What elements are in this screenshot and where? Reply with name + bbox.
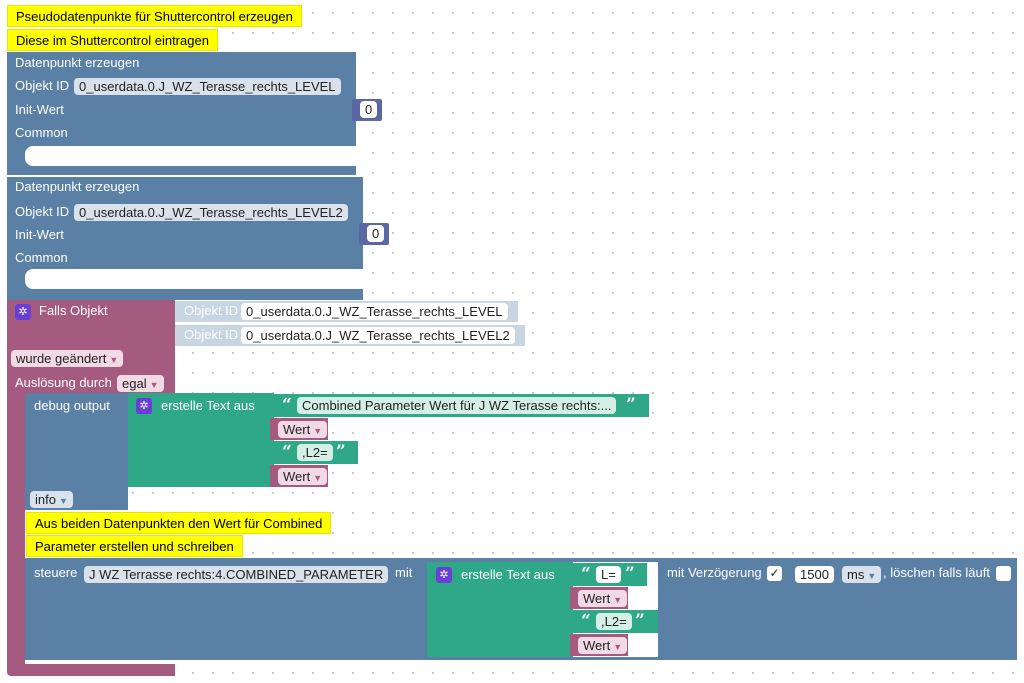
text-value-field[interactable]: L=	[596, 566, 621, 583]
quote-close-icon: ”	[625, 564, 635, 584]
control-target-field[interactable]: J WZ Terrasse rechts:4.COMBINED_PARAMETE…	[84, 566, 389, 583]
create-text-block-1[interactable]	[128, 393, 274, 487]
condition-dropdown[interactable]: wurde geändert▼	[11, 350, 124, 367]
value-label: Wert	[283, 422, 311, 437]
trigger-title: Falls Objekt	[39, 303, 108, 318]
trigger-dropdown[interactable]: egal▼	[117, 375, 164, 392]
trigger-block-left-rail	[7, 398, 25, 664]
object-id-field[interactable]: 0_userdata.0.J_WZ_Terasse_rechts_LEVEL	[241, 303, 508, 320]
init-value-field[interactable]: 0	[360, 101, 378, 118]
debug-level-dropdown[interactable]: info▼	[30, 491, 73, 508]
comment-combined-2[interactable]: Parameter erstellen und schreiben	[26, 535, 243, 557]
trigger-value: egal	[122, 376, 147, 391]
chevron-down-icon: ▼	[867, 571, 877, 581]
comment-enter-shuttercontrol[interactable]: Diese im Shuttercontrol eintragen	[7, 29, 218, 51]
trigger-label: Auslösung durch	[15, 375, 112, 390]
object-id-label: Objekt ID	[15, 78, 70, 93]
gear-icon[interactable]: ✲	[436, 567, 452, 583]
condition-value: wurde geändert	[16, 351, 107, 366]
quote-close-icon: ”	[626, 395, 636, 415]
create-datapoint-block-2[interactable]: Datenpunkt erzeugen Objekt ID 0_userdata…	[7, 177, 363, 300]
debug-level-value: info	[35, 492, 56, 507]
quote-open-icon: “	[282, 395, 292, 415]
value-dropdown[interactable]: Wert▼	[578, 590, 628, 607]
object-id-field[interactable]: 0_userdata.0.J_WZ_Terasse_rechts_LEVEL	[74, 78, 341, 95]
statement-slot	[25, 269, 363, 289]
text-block-2[interactable]: “ ,L2= ”	[274, 441, 358, 464]
object-id-label: Objekt ID	[15, 204, 70, 219]
debug-output-label: debug output	[34, 398, 110, 413]
create-datapoint-title: Datenpunkt erzeugen	[15, 55, 140, 70]
gear-icon[interactable]: ✲	[136, 398, 152, 414]
value-label: Wert	[583, 638, 611, 653]
chevron-down-icon: ▼	[613, 642, 623, 652]
value-block-4[interactable]: Wert▼	[570, 634, 628, 656]
create-text-label: erstelle Text aus	[461, 567, 555, 582]
init-value-field[interactable]: 0	[367, 225, 385, 242]
text-block-4[interactable]: “ ,L2= ”	[573, 610, 658, 633]
create-datapoint-block-1[interactable]: Datenpunkt erzeugen Objekt ID 0_userdata…	[7, 52, 356, 175]
value-block-3[interactable]: Wert▼	[570, 587, 628, 609]
chevron-down-icon: ▼	[58, 496, 68, 506]
value-dropdown[interactable]: Wert▼	[278, 468, 328, 485]
text-block-1[interactable]: “ Combined Parameter Wert für J WZ Teras…	[274, 394, 649, 417]
control-label: steuere	[34, 565, 78, 580]
create-text-label: erstelle Text aus	[161, 398, 255, 413]
object-id-field[interactable]: 0_userdata.0.J_WZ_Terasse_rechts_LEVEL2	[74, 204, 348, 221]
text-value-field[interactable]: ,L2=	[297, 444, 333, 461]
common-label: Common	[15, 250, 68, 265]
value-block-2[interactable]: Wert▼	[270, 465, 328, 487]
trigger-object-1[interactable]: Objekt ID 0_userdata.0.J_WZ_Terasse_rech…	[175, 301, 518, 322]
statement-slot	[25, 146, 356, 166]
number-block-1[interactable]: 0	[352, 99, 382, 121]
delay-checkbox[interactable]: ✓	[767, 566, 782, 581]
trigger-object-2[interactable]: Objekt ID 0_userdata.0.J_WZ_Terasse_rech…	[175, 325, 525, 346]
value-label: Wert	[583, 591, 611, 606]
chevron-down-icon: ▼	[313, 473, 323, 483]
object-id-label: Objekt ID	[184, 303, 239, 318]
chevron-down-icon: ▼	[149, 380, 159, 390]
delay-unit-value: ms	[847, 567, 865, 582]
clear-checkbox[interactable]	[996, 566, 1011, 581]
quote-open-icon: “	[581, 564, 591, 584]
create-datapoint-title: Datenpunkt erzeugen	[15, 179, 140, 194]
quote-open-icon: “	[282, 442, 292, 462]
init-value-label: Init-Wert	[15, 227, 64, 242]
chevron-down-icon: ▼	[109, 355, 119, 365]
chevron-down-icon: ▼	[613, 595, 623, 605]
value-dropdown[interactable]: Wert▼	[578, 637, 628, 654]
value-dropdown[interactable]: Wert▼	[278, 421, 328, 438]
object-id-label: Objekt ID	[184, 327, 239, 342]
trigger-block-bottom	[7, 664, 175, 676]
chevron-down-icon: ▼	[313, 426, 323, 436]
value-label: Wert	[283, 469, 311, 484]
gear-icon[interactable]: ✲	[15, 304, 31, 320]
delay-label: mit Verzögerung	[667, 565, 762, 580]
delay-unit-dropdown[interactable]: ms▼	[842, 566, 882, 583]
common-label: Common	[15, 125, 68, 140]
text-value-field[interactable]: Combined Parameter Wert für J WZ Terasse…	[297, 397, 617, 414]
text-value-field[interactable]: ,L2=	[596, 613, 632, 630]
quote-close-icon: ”	[336, 442, 346, 462]
quote-open-icon: “	[581, 611, 591, 631]
init-value-label: Init-Wert	[15, 102, 64, 117]
number-block-2[interactable]: 0	[359, 223, 389, 245]
object-id-field[interactable]: 0_userdata.0.J_WZ_Terasse_rechts_LEVEL2	[241, 327, 515, 344]
comment-create-pseudo[interactable]: Pseudodatenpunkte für Shuttercontrol erz…	[7, 5, 302, 27]
comment-combined-1[interactable]: Aus beiden Datenpunkten den Wert für Com…	[26, 512, 332, 534]
clear-label: , löschen falls läuft	[883, 565, 990, 580]
value-block-1[interactable]: Wert▼	[270, 418, 328, 440]
debug-output-block[interactable]	[25, 393, 128, 510]
text-block-3[interactable]: “ L= ”	[573, 563, 647, 586]
delay-value-field[interactable]: 1500	[795, 566, 834, 583]
with-label: mit	[395, 565, 413, 580]
quote-close-icon: ”	[635, 611, 645, 631]
